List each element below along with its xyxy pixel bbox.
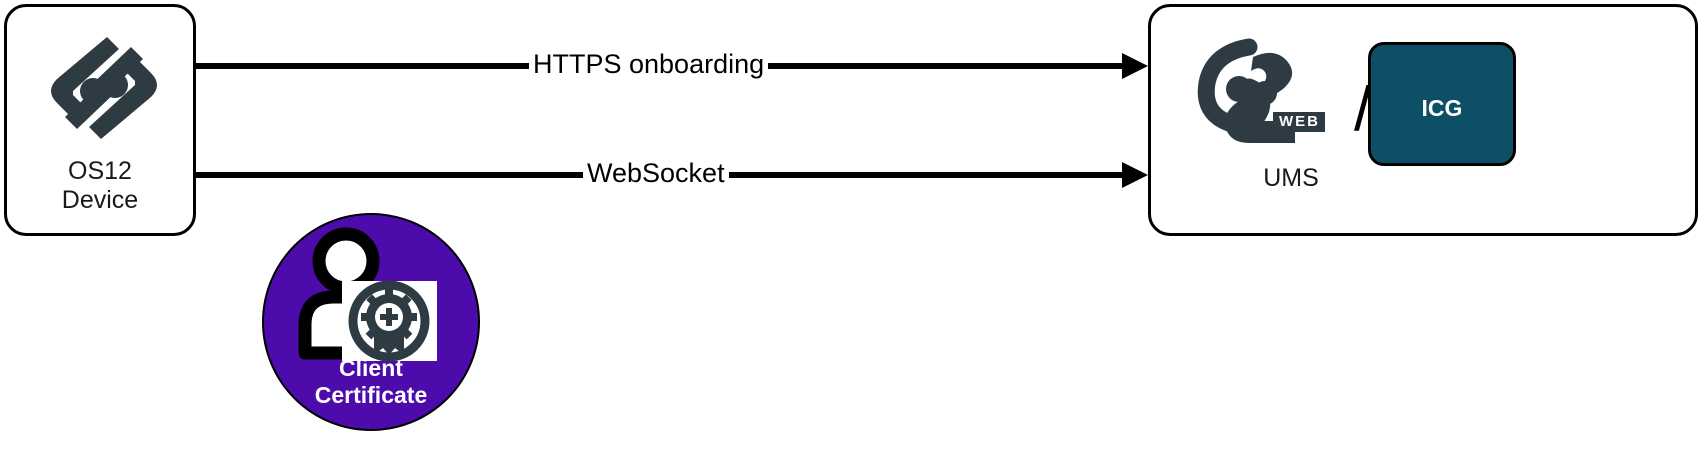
ums-web-badge: WEB: [1273, 112, 1325, 132]
node-icg-chip-label: ICG: [1421, 95, 1463, 121]
edge-https-onboarding-arrowhead-icon: [1122, 53, 1148, 79]
node-os12-label: OS12 Device: [7, 157, 193, 215]
node-os12-label-line2: Device: [61, 185, 139, 214]
os12-brand-logo-icon: [45, 29, 163, 147]
edge-websocket-arrowhead-icon: [1122, 162, 1148, 188]
edge-https-onboarding-label: HTTPS onboarding: [529, 51, 769, 78]
badge-client-certificate-label: Client Certificate: [262, 355, 480, 409]
node-os12-label-line1: OS12: [68, 157, 132, 185]
node-ums-label: UMS: [1263, 164, 1319, 192]
badge-client-certificate-label-line1: Client: [339, 355, 403, 381]
badge-client-certificate-label-line2: Certificate: [314, 382, 428, 409]
node-icg-chip[interactable]: ICG: [1368, 42, 1516, 166]
ums-logo-group: WEB /: [1191, 31, 1391, 151]
ums-separator-slash: /: [1354, 75, 1372, 144]
node-os12-device[interactable]: OS12 Device: [4, 4, 196, 236]
ums-brand-logo-icon: [1191, 31, 1321, 149]
certificate-seal-icon: [348, 280, 430, 362]
edge-websocket-label: WebSocket: [583, 160, 729, 187]
badge-client-certificate-artwork: [290, 225, 442, 365]
